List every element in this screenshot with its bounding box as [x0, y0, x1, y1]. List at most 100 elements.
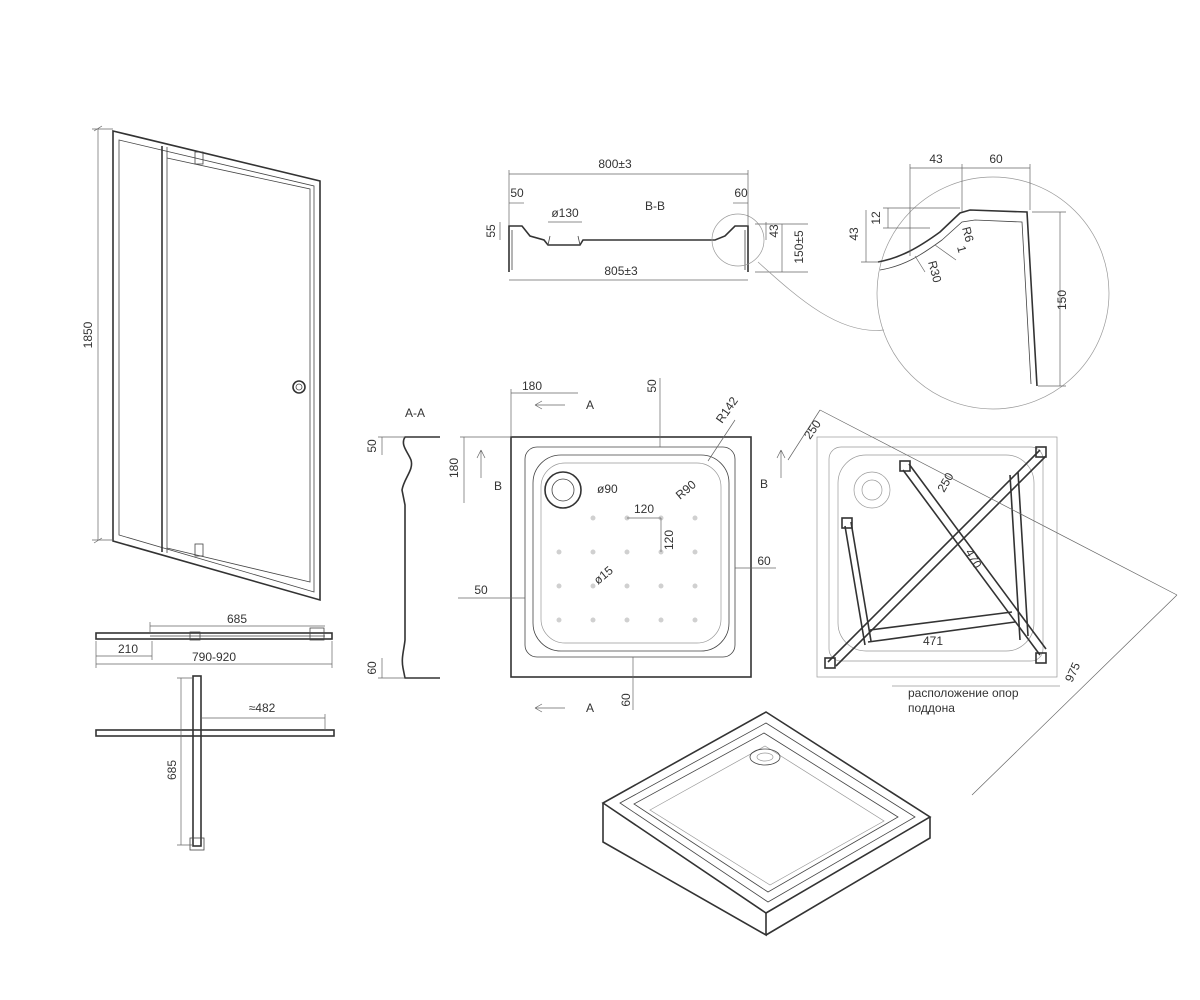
- detail-150-dim: [1032, 211, 1066, 387]
- tray-d60right-label: 60: [757, 554, 771, 568]
- door-top-210-label: 210: [118, 642, 138, 656]
- supports-caption-line1: расположение опор: [908, 686, 1019, 700]
- door-hinge-top: [194, 151, 204, 165]
- tray-d120v-label: 120: [662, 530, 676, 550]
- supports-diagonal-dim: [787, 409, 1178, 796]
- tray-mark-a-bottom: A: [586, 701, 594, 715]
- tray-mark-b-left: B: [494, 479, 502, 493]
- detail-d12-label: 12: [869, 211, 883, 225]
- door-swing-leaf: [192, 675, 202, 847]
- detail-r6-label: R6: [959, 225, 977, 244]
- detail-r30-label: R30: [925, 259, 944, 284]
- section-bb-detail-circle: [711, 213, 765, 267]
- door-top-685-label: 685: [227, 612, 247, 626]
- supports-d471-label: 471: [923, 634, 943, 648]
- detail-d1-label: 1: [954, 244, 969, 254]
- door-swing-view: ≈482 685: [95, 675, 335, 851]
- tray-d50left-label: 50: [474, 583, 488, 597]
- tray-antislip-dots: [556, 515, 698, 623]
- supports-drain-inner: [861, 479, 883, 501]
- tray-d50top-label: 50: [645, 379, 659, 393]
- tray-isometric-view: [601, 711, 932, 937]
- door-leaf: [166, 157, 311, 583]
- detail-r30-leader: [914, 255, 926, 273]
- tray-d180h-label: 180: [522, 379, 542, 393]
- door-top-685-dim: [149, 622, 325, 632]
- door-top-end: [309, 627, 325, 641]
- tray-d15-label: ø15: [591, 563, 616, 587]
- section-aa-d60-dim: [378, 658, 405, 679]
- supports-tray-basin: [837, 454, 1035, 652]
- detail-1-dim: [934, 244, 957, 261]
- door-swing-482-dim: [201, 714, 326, 730]
- tray-d90-label: ø90: [597, 482, 618, 496]
- detail-12-dim: [883, 207, 960, 229]
- detail-d43-label: 43: [929, 152, 943, 166]
- door-swing-fixed: [95, 729, 335, 737]
- section-aa-d50-dim: [378, 436, 405, 455]
- section-aa: A-A 50 60: [365, 406, 440, 679]
- section-bb-underside: [511, 230, 746, 270]
- door-handle-inner: [295, 383, 303, 391]
- iso-basin-edge: [633, 732, 899, 893]
- section-aa-title: A-A: [405, 406, 425, 420]
- door-frame-inner: [118, 139, 315, 593]
- section-aa-profile: [401, 436, 440, 679]
- supports-view: 250 250 470 471 975 расположение опор по…: [787, 409, 1178, 796]
- door-handle-icon: [292, 380, 306, 394]
- section-bb-drain-label: ø130: [551, 206, 579, 220]
- door-swing-handle: [189, 837, 205, 851]
- iso-rim-inner: [619, 722, 916, 903]
- tray-basin: [532, 454, 730, 652]
- tray-mark-a-top: A: [586, 398, 594, 412]
- door-swing-482-label: ≈482: [249, 701, 276, 715]
- tray-inner-rim: [524, 446, 736, 658]
- door-top-range-dim: [95, 641, 333, 668]
- iso-front-left-face: [602, 803, 767, 937]
- supports-d250a-label: 250: [801, 417, 824, 442]
- supports-d975-label: 975: [1062, 660, 1083, 684]
- iso-front-right-face: [765, 817, 931, 936]
- tray-d180h-dim: [510, 389, 578, 437]
- section-bb-d60-label: 60: [734, 186, 748, 200]
- section-aa-d60-label: 60: [365, 661, 379, 675]
- iso-drain-icon: [749, 748, 781, 766]
- tray-d180v-dim: [460, 436, 511, 503]
- supports-drain-icon: [853, 471, 891, 509]
- tray-top-view: 180 A 50 R142 180 B B 50 60 60 A ø90 R90…: [447, 378, 786, 715]
- tray-outer-rim: [510, 436, 752, 678]
- section-bb-d55-label: 55: [484, 224, 498, 238]
- tray-mark-b-right: B: [760, 477, 768, 491]
- section-aa-d50-label: 50: [365, 439, 379, 453]
- iso-drain-inner: [756, 752, 774, 762]
- tray-section-a-bottom-arrow: [534, 703, 565, 713]
- detail-d60-label: 60: [989, 152, 1003, 166]
- supports-frame: [824, 446, 1047, 669]
- door-top-210-dim: [96, 641, 153, 660]
- door-height-label: 1850: [81, 321, 95, 348]
- section-bb-d43-label: 43: [767, 224, 781, 238]
- door-frame-outline: [112, 129, 321, 602]
- section-bb-width-top-dim: [508, 170, 749, 226]
- section-bb: 800±3 50 60 ø130 B-B 55 43 150±5 805±3: [484, 157, 808, 281]
- tray-d180v-label: 180: [447, 458, 461, 478]
- door-swing-685-label: 685: [165, 760, 179, 780]
- tray-drain-icon: [544, 471, 582, 509]
- supports-tray-outer: [816, 436, 1058, 678]
- tray-drain-inner: [551, 478, 575, 502]
- tray-r90-label: R90: [673, 477, 699, 502]
- door-top-range-label: 790-920: [192, 650, 236, 664]
- section-bb-d150-dim: [755, 223, 808, 273]
- detail-circle: [876, 176, 1110, 410]
- tray-d60bottom-label: 60: [619, 693, 633, 707]
- detail-43v-dim: [861, 210, 880, 263]
- door-front-view: 1850: [81, 125, 321, 602]
- detail-profile-inner: [879, 219, 1032, 385]
- detail-43-60-dim: [909, 164, 1031, 256]
- detail-d43v-label: 43: [847, 227, 861, 241]
- section-bb-width-top-label: 800±3: [598, 157, 632, 171]
- door-top-hinge: [189, 631, 201, 641]
- supports-caption-line2: поддона: [908, 701, 955, 715]
- iso-basin-floor: [649, 745, 885, 886]
